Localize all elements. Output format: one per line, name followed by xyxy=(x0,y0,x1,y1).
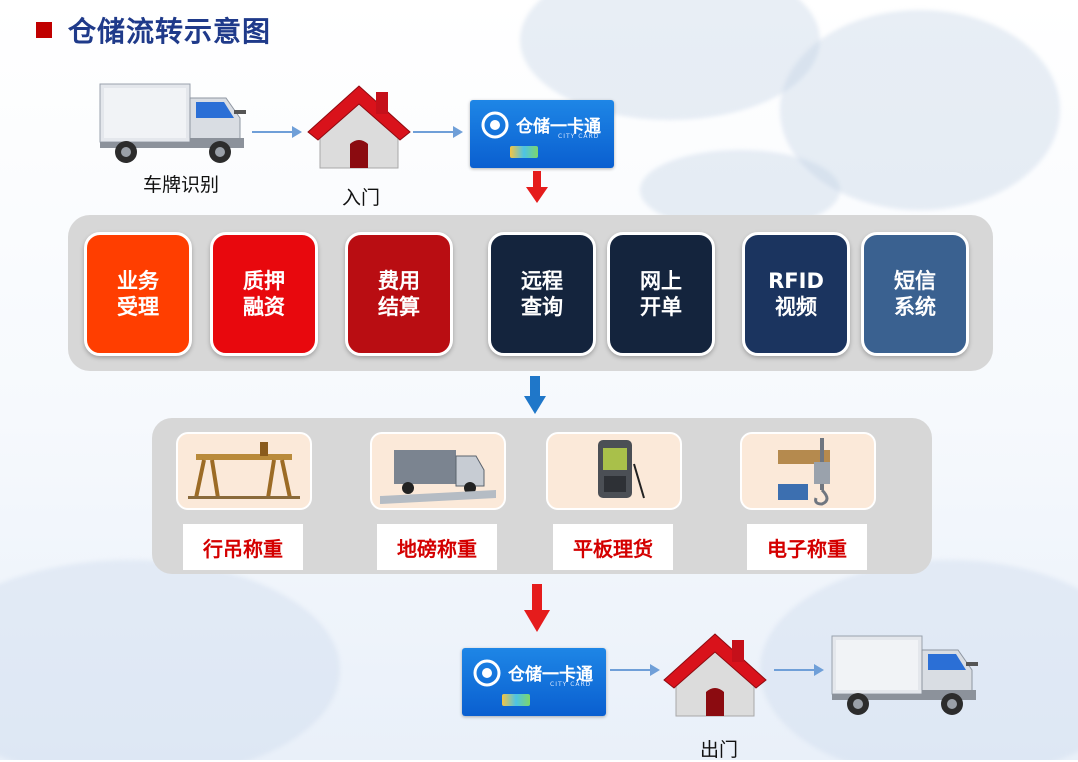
equipment-image-tablet xyxy=(546,432,682,510)
service-tile-remote-query[interactable]: 远程 查询 xyxy=(488,232,596,356)
card-chip xyxy=(510,146,538,158)
tablet-pda-icon xyxy=(598,440,645,499)
down-arrow-red-1 xyxy=(526,171,548,203)
equipment-label-tablet: 平板理货 xyxy=(553,524,673,570)
equipment-label-text: 地磅称重 xyxy=(397,536,477,561)
equipment-label-truck-scale: 地磅称重 xyxy=(377,524,497,570)
equipment-image-truck-scale xyxy=(370,432,506,510)
service-tile-pledge[interactable]: 质押 融资 xyxy=(210,232,318,356)
service-label: 费用 结算 xyxy=(378,269,420,319)
city-card-entry: 仓储一卡通 CITY CARD xyxy=(470,100,614,168)
card-subtitle: CITY CARD xyxy=(558,133,600,140)
house-exit-icon xyxy=(663,633,767,717)
service-label: RFID 视频 xyxy=(768,269,824,319)
service-tile-sms[interactable]: 短信 系统 xyxy=(861,232,969,356)
equipment-image-gantry xyxy=(176,432,312,510)
card-title: 仓储一卡通 xyxy=(508,665,593,685)
service-tile-billing[interactable]: 费用 结算 xyxy=(345,232,453,356)
flow-arrow-2 xyxy=(413,126,463,138)
equipment-label-text: 电子称重 xyxy=(767,536,847,561)
hook-scale-icon xyxy=(778,438,830,506)
equipment-label-gantry: 行吊称重 xyxy=(183,524,303,570)
card-subtitle: CITY CARD xyxy=(550,681,592,688)
city-card-exit: 仓储一卡通 CITY CARD xyxy=(462,648,606,716)
title-row: 仓储流转示意图 xyxy=(36,10,271,50)
card-logo-icon xyxy=(473,659,501,687)
equipment-image-hook-scale xyxy=(740,432,876,510)
service-label: 业务 受理 xyxy=(117,269,159,319)
service-tile-online-order[interactable]: 网上 开单 xyxy=(607,232,715,356)
truck-plate-label: 车牌识别 xyxy=(143,174,220,196)
gate-exit-label: 出门 xyxy=(700,739,739,761)
service-label: 质押 融资 xyxy=(243,269,285,319)
card-title: 仓储一卡通 xyxy=(516,117,601,137)
service-label: 网上 开单 xyxy=(640,269,682,319)
equipment-label-hook-scale: 电子称重 xyxy=(747,524,867,570)
card-logo-icon xyxy=(481,111,509,139)
down-arrow-blue xyxy=(524,376,546,414)
service-label: 远程 查询 xyxy=(521,269,563,319)
gantry-crane-icon xyxy=(188,442,300,499)
service-tile-business[interactable]: 业务 受理 xyxy=(84,232,192,356)
flow-arrow-3 xyxy=(610,664,660,676)
truck-exit-icon xyxy=(831,635,978,715)
truck-icon xyxy=(99,83,246,163)
title-marker xyxy=(36,22,52,38)
gate-entry-label: 入门 xyxy=(342,187,381,209)
service-tile-rfid-video[interactable]: RFID 视频 xyxy=(742,232,850,356)
service-label: 短信 系统 xyxy=(894,269,936,319)
page-title: 仓储流转示意图 xyxy=(68,15,272,48)
equipment-label-text: 平板理货 xyxy=(573,536,653,561)
flow-arrow-1 xyxy=(252,126,302,138)
flow-arrow-4 xyxy=(774,664,824,676)
down-arrow-red-2 xyxy=(524,584,550,632)
truck-scale-icon xyxy=(380,450,496,504)
card-chip xyxy=(502,694,530,706)
house-entry-icon xyxy=(307,85,411,169)
equipment-label-text: 行吊称重 xyxy=(203,536,283,561)
